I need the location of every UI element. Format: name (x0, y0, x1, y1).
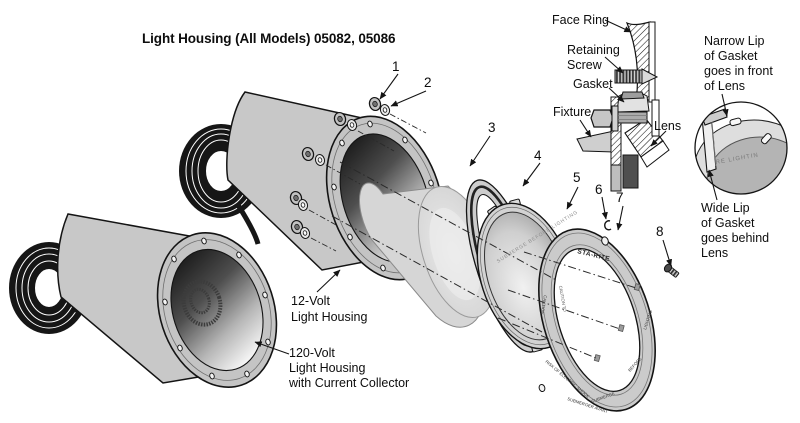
housing-12v-arrow (316, 269, 341, 293)
part-number-3: 3 (488, 120, 496, 135)
lens-tab-slot (729, 117, 742, 127)
part-number-7: 7 (616, 190, 624, 205)
part-number-6: 6 (595, 182, 603, 197)
part5-arrow (566, 186, 579, 210)
face-ring-screw (663, 263, 680, 278)
label-retaining-screw: Retaining Screw (567, 43, 620, 72)
part-number-1: 1 (392, 59, 400, 74)
label-fixture: Fixture (553, 105, 592, 119)
speed-clip (604, 220, 612, 231)
housing-120v (56, 213, 278, 388)
note-narrow-lip: Narrow Lip of Gasket goes in front of Le… (704, 34, 773, 93)
narrow-lip-arrow (721, 93, 729, 117)
part7-arrow (616, 205, 624, 231)
label-lens: Lens (654, 119, 682, 133)
lens-arrow (650, 130, 667, 147)
wide-lip-arrow (707, 169, 718, 201)
part-number-5: 5 (573, 170, 581, 185)
part1-arrow (379, 73, 399, 100)
cord-12v (235, 203, 261, 245)
screw-bosses (593, 283, 641, 363)
cross-section-detail (576, 21, 670, 192)
flange-bolt-holes-120v (162, 237, 271, 380)
fixture-section (576, 130, 615, 153)
label-housing-120v: 120-Volt Light Housing with Current Coll… (289, 346, 410, 390)
part-number-2: 2 (424, 75, 432, 90)
face-ring-hole-top (601, 236, 609, 246)
face-ring-section (625, 21, 652, 101)
label-housing-12v: 12-Volt Light Housing (291, 294, 368, 324)
face-ring-hole-left (538, 383, 546, 393)
gasket-arrow (608, 87, 625, 103)
part8-arrow (662, 239, 672, 267)
diagram-title: Light Housing (All Models) 05082, 05086 (142, 31, 396, 46)
label-gasket: Gasket (573, 77, 613, 91)
ring-text-right-high: LIGHTING (642, 309, 653, 330)
part2-arrow (390, 90, 427, 107)
ring-text-left: CAUTION (540, 295, 548, 315)
center-lines (331, 161, 637, 359)
part6-arrow (601, 196, 608, 220)
retaining-screw-arrow (604, 56, 624, 74)
lens-tab-slot (760, 133, 772, 145)
gasket-narrow-lip (701, 108, 728, 126)
label-face-ring: Face Ring (552, 13, 609, 27)
lens-rim-text: CAUTION TO (558, 285, 568, 312)
mounting-bolt-section (590, 109, 614, 128)
leader-arrows (254, 19, 729, 355)
current-collector-ring (181, 279, 223, 327)
housing-120v-arrow (254, 341, 290, 355)
face-ring-arrow (604, 19, 632, 33)
part4-arrow (522, 162, 541, 187)
note-wide-lip: Wide Lip of Gasket goes behind Lens (701, 201, 770, 260)
part3-arrow (469, 135, 491, 167)
fastener-axis-lines (308, 113, 427, 252)
fixture-arrow (579, 119, 592, 138)
part-number-8: 8 (656, 224, 664, 239)
face-ring-part (538, 228, 656, 412)
part-number-4: 4 (534, 148, 542, 163)
